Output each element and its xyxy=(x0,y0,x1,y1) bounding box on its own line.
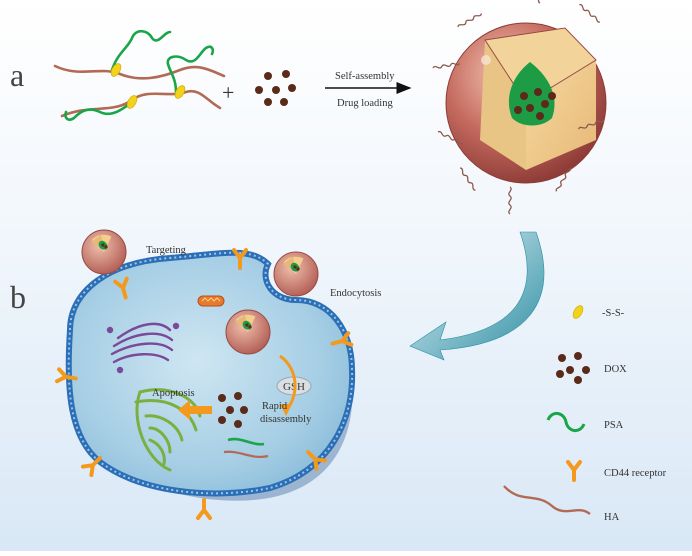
targeting-label: Targeting xyxy=(146,245,187,256)
endocytosis-label: Endocytosis xyxy=(330,288,381,299)
endocytosis-micelle xyxy=(273,251,319,297)
legend-label-cd44: CD44 receptor xyxy=(604,468,667,479)
legend-item-cd44: CD44 receptor xyxy=(566,460,667,482)
plus-sign: + xyxy=(222,80,234,105)
legend-item-disulfide: -S-S- xyxy=(572,305,625,319)
legend-label-psa: PSA xyxy=(604,420,624,431)
rapid-label: Rapid xyxy=(262,401,288,412)
panel-letter-b: b xyxy=(10,279,26,315)
ha-strand-upper xyxy=(53,64,226,80)
targeting-micelle xyxy=(81,229,127,275)
legend-label-dox: DOX xyxy=(604,364,627,375)
psa-branch-3 xyxy=(64,100,134,121)
disassembly-label: disassembly xyxy=(260,414,312,425)
golgi-apparatus xyxy=(106,322,180,374)
legend-item-ha: HA xyxy=(503,485,620,523)
tumor-cell: GSH Apoptosis Rapid disassembly xyxy=(65,249,356,501)
disulfide-linker-1 xyxy=(110,63,122,77)
drug-loaded-micelle xyxy=(432,0,607,215)
legend-label-disulfide: -S-S- xyxy=(602,308,625,319)
legend-item-psa: PSA xyxy=(546,412,624,432)
disulfide-linker-2 xyxy=(174,85,186,99)
arrow-label-drug-loading: Drug loading xyxy=(337,98,393,109)
apoptosis-arrow xyxy=(178,400,212,420)
legend-item-dox: DOX xyxy=(556,352,627,384)
panel-letter-a: a xyxy=(10,57,24,93)
apoptosis-label: Apoptosis xyxy=(152,388,195,399)
ha-strand-lower xyxy=(60,89,222,118)
psa-branch-2 xyxy=(166,45,215,94)
legend: -S-S- DOX PSA CD44 receptor HA xyxy=(503,305,667,523)
transition-arrow xyxy=(409,231,545,361)
disulfide-linker-3 xyxy=(126,95,138,109)
mitochondrion xyxy=(197,295,225,307)
arrow-label-self-assembly: Self-assembly xyxy=(335,71,395,82)
self-assembly-arrow: Self-assembly Drug loading xyxy=(325,71,412,109)
legend-label-ha: HA xyxy=(604,512,620,523)
polymer-conjugates xyxy=(53,29,226,121)
dox-drug-cluster xyxy=(255,70,296,106)
psa-branch-1 xyxy=(110,29,172,72)
released-dox xyxy=(218,392,248,428)
